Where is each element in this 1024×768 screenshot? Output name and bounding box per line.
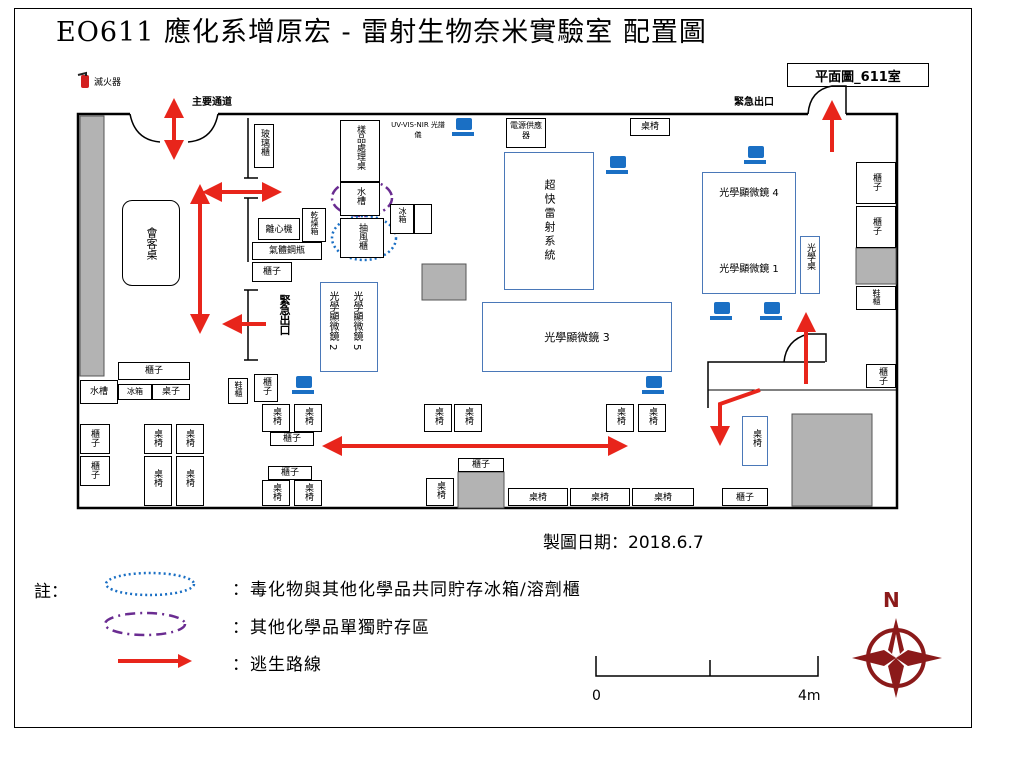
sink-left: 水槽: [80, 380, 118, 404]
desk-chair-n: 桌椅: [426, 478, 454, 506]
legend-other-chemicals: ：其他化學品單獨貯存區: [232, 618, 430, 638]
microscope-3: 光學顯微鏡 3: [482, 302, 672, 372]
shoe-cabinet: 鞋櫃: [228, 378, 248, 404]
computer-icons: [292, 118, 782, 394]
microscope-4-1: 光學顯微鏡 4 光學顯微鏡 1: [702, 172, 796, 294]
page-title: EO611 應化系增原宏 - 雷射生物奈米實驗室 配置圖: [56, 17, 707, 48]
scale-start: 0: [592, 688, 601, 704]
cabinet-bottom-right: 櫃子: [722, 488, 768, 506]
fire-extinguisher-label: 滅火器: [94, 78, 122, 88]
gas-cylinder: 氣體鋼瓶: [252, 242, 322, 260]
desk-chair-d: 桌椅: [176, 456, 204, 506]
optical-table-side: 光學桌: [800, 236, 820, 294]
desk-chair-l: 桌椅: [262, 480, 290, 506]
scale-bar: [595, 656, 819, 677]
dryer: 乾燥箱: [302, 208, 326, 242]
north-label: N: [883, 588, 900, 612]
misc-box: [414, 204, 432, 234]
desk-chair-b: 桌椅: [176, 424, 204, 454]
desk-chair-k: 桌椅: [742, 416, 768, 466]
cabinet-right-1: 櫃子: [856, 162, 896, 204]
cabinet-lower-1: 櫃子: [80, 424, 110, 454]
legend-toxic-storage: ：毒化物與其他化學品共同貯存冰箱/溶劑櫃: [232, 580, 581, 600]
desk-chair-j: 桌椅: [638, 404, 666, 432]
cabinet-center-b: 櫃子: [268, 466, 312, 480]
centrifuge: 離心機: [258, 218, 300, 240]
notes-heading: 註：: [34, 582, 68, 602]
computer-icon: [642, 376, 664, 394]
small-fridge: 冰箱: [390, 204, 414, 234]
computer-icon: [710, 302, 732, 320]
computer-icon: [452, 118, 474, 136]
emergency-exit-top-label: 緊急出口: [734, 97, 774, 108]
gray-block-d: [855, 247, 897, 285]
computer-icon: [760, 302, 782, 320]
gray-block-a: [421, 263, 467, 301]
legend-escape-route: ：逃生路線: [232, 655, 322, 675]
cabinet-left-top: 櫃子: [118, 362, 190, 380]
purple-dashdot-ellipse-icon: [103, 611, 187, 637]
desk-chair-m: 桌椅: [294, 480, 322, 506]
escape-routes: [164, 98, 842, 456]
microscope-5-2: 光學顯微鏡 5 光學顯微鏡 2: [320, 282, 378, 372]
cabinet-center-a: 櫃子: [270, 432, 314, 446]
desk-chair-p: 桌椅: [570, 488, 630, 506]
desk-chair-f: 桌椅: [294, 404, 322, 432]
gray-block-b: [791, 413, 873, 507]
desk-chair-h: 桌椅: [454, 404, 482, 432]
plan-label: 平面圖_611室: [787, 63, 929, 87]
glass-cabinet: 玻璃櫃: [254, 124, 274, 168]
computer-icon: [606, 156, 628, 174]
desk-chair-g: 桌椅: [424, 404, 452, 432]
main-passage-label: 主要通道: [192, 97, 232, 108]
toxic-chemical-storage: [330, 214, 398, 262]
drawing-date: 製圖日期：2018.6.7: [543, 533, 704, 553]
fume-hood: 抽風櫃: [340, 218, 384, 258]
ultrafast-laser-system: 超快雷射系統: [504, 152, 594, 290]
cabinet-center-left: 櫃子: [254, 374, 278, 402]
desk-top: 桌椅: [630, 118, 670, 136]
main-door: [129, 113, 219, 143]
desk-chair-i: 桌椅: [606, 404, 634, 432]
emergency-exit-left-label: 緊急出口: [279, 294, 291, 337]
fridge-left: 冰箱: [118, 384, 152, 400]
desk-chair-q: 桌椅: [632, 488, 694, 506]
computer-icon: [744, 146, 766, 164]
compass-icon: [852, 618, 942, 698]
shoe-right: 鞋櫃: [856, 286, 896, 310]
meeting-table: 會客桌: [122, 200, 180, 286]
blue-dotted-ellipse-icon: [104, 571, 196, 597]
left-counter: [79, 115, 105, 377]
water-sink: 水槽: [340, 182, 380, 216]
desk-chair-c: 桌椅: [144, 456, 172, 506]
legend-symbols: [103, 571, 196, 668]
fire-extinguisher-icon: [77, 71, 89, 88]
cabinet-lower-2: 櫃子: [80, 456, 110, 486]
desk-chair-a: 桌椅: [144, 424, 172, 454]
desk-chair-e: 桌椅: [262, 404, 290, 432]
desk-chair-o: 桌椅: [508, 488, 568, 506]
cabinet-right-3: 櫃子: [866, 364, 896, 388]
scale-end: 4m: [798, 688, 821, 704]
cabinet-bottom-center: 櫃子: [458, 458, 504, 472]
sample-table: 樣品處理桌: [340, 120, 380, 182]
uv-vis-label-box: UV-VIS-NIR 光譜儀: [391, 121, 445, 139]
power-supply: 電源供應器: [506, 118, 546, 148]
computer-icon: [292, 376, 314, 394]
cabinet-right-2: 櫃子: [856, 206, 896, 248]
exit-door-top: [807, 85, 847, 115]
inner-wall: [707, 361, 825, 408]
gray-block-c: [457, 471, 505, 509]
table-left: 桌子: [152, 384, 190, 400]
document-frame: [14, 8, 972, 728]
cabinet-mid-left: 櫃子: [252, 262, 292, 282]
